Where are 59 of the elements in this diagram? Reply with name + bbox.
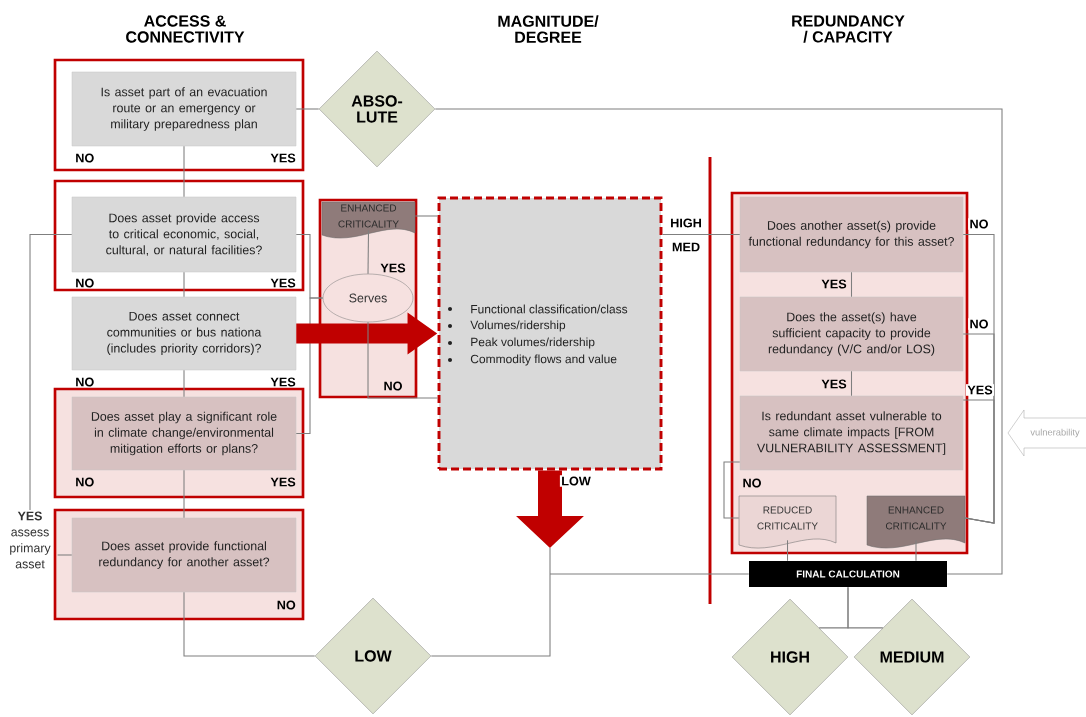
- edge-label: YES: [820, 278, 848, 290]
- column-heading: ACCESS & CONNECTIVITY: [126, 15, 245, 43]
- connector: [183, 271, 185, 298]
- question-box: Is asset part of an evacuation route or an emergency or military preparedness plan: [71, 71, 297, 147]
- answer-label: NO: [76, 377, 94, 387]
- answer-label: NO: [76, 477, 94, 487]
- connector: [183, 591, 316, 657]
- answer-label: YES: [270, 377, 296, 387]
- connector: [295, 108, 320, 110]
- edge-label: NO: [968, 218, 990, 230]
- connector: [183, 469, 185, 519]
- connector: [915, 539, 917, 562]
- connector: [183, 369, 185, 398]
- edge-label: NO: [968, 318, 990, 330]
- connector: [850, 271, 853, 298]
- answer-label: YES: [270, 153, 296, 163]
- answer-label: NO: [76, 278, 94, 288]
- connector: [57, 554, 73, 556]
- edge-label: YES: [966, 384, 994, 396]
- bullet-item: Peak volumes/ridership: [471, 337, 595, 349]
- bullet-item: Commodity flows and value: [470, 354, 617, 366]
- connector: [367, 321, 439, 399]
- answer-label: NO: [76, 153, 94, 163]
- edge-label: YES: [820, 378, 848, 390]
- question-box: Is redundant asset vulnerable to same climate impacts [FROM VULNERABILITY ASSESSMENT]: [739, 395, 964, 471]
- answer-label: MED: [672, 242, 700, 252]
- bullet-item: Volumes/ridership: [470, 320, 566, 332]
- connector: [434, 108, 1003, 575]
- question-box: Does asset play a significant role in climate change/environmental mitigation efforts or plans?: [71, 396, 297, 471]
- edge-label: HIGH: [668, 217, 704, 229]
- answer-label: NO: [277, 600, 296, 610]
- question-box: Does asset provide access to critical economic, social, cultural, or natural facilities?: [71, 196, 297, 273]
- edge-label: LOW: [559, 475, 593, 487]
- question-box: Does another asset(s) provide functional redundancy for this asset?: [739, 196, 964, 273]
- question-box: Does the asset(s) have sufficient capacity to provide redundancy (V/C and/or LOS): [739, 296, 964, 372]
- answer-label: YES: [270, 477, 296, 487]
- connector: [962, 399, 995, 524]
- connector: [29, 233, 73, 511]
- connector: [847, 586, 884, 629]
- edge-label: NO: [741, 477, 763, 489]
- question-box: Does asset connect communities or bus nationa (includes priority corridors)?: [71, 296, 297, 371]
- connector: [723, 461, 741, 519]
- edge-label: YES: [379, 262, 407, 274]
- question-box: Does asset provide functional redundancy for another asset?: [71, 517, 297, 593]
- connector: [786, 539, 789, 562]
- connector: [367, 229, 370, 275]
- bullet-item: Functional classification/class: [471, 304, 628, 314]
- connector: [295, 297, 324, 435]
- final-bar: FINAL CALCULATION: [749, 561, 947, 587]
- answer-label: YES: [270, 278, 296, 288]
- edge-label: NO: [382, 380, 404, 392]
- connector: [430, 547, 750, 657]
- column-heading: MAGNITUDE/ DEGREE: [498, 15, 599, 43]
- connector: [850, 370, 853, 397]
- note-text: YES assess primary asset: [10, 511, 51, 569]
- connector: [414, 215, 439, 217]
- connector: [661, 233, 741, 236]
- column-heading: REDUNDANCY / CAPACITY: [792, 15, 905, 43]
- connector: [183, 145, 185, 198]
